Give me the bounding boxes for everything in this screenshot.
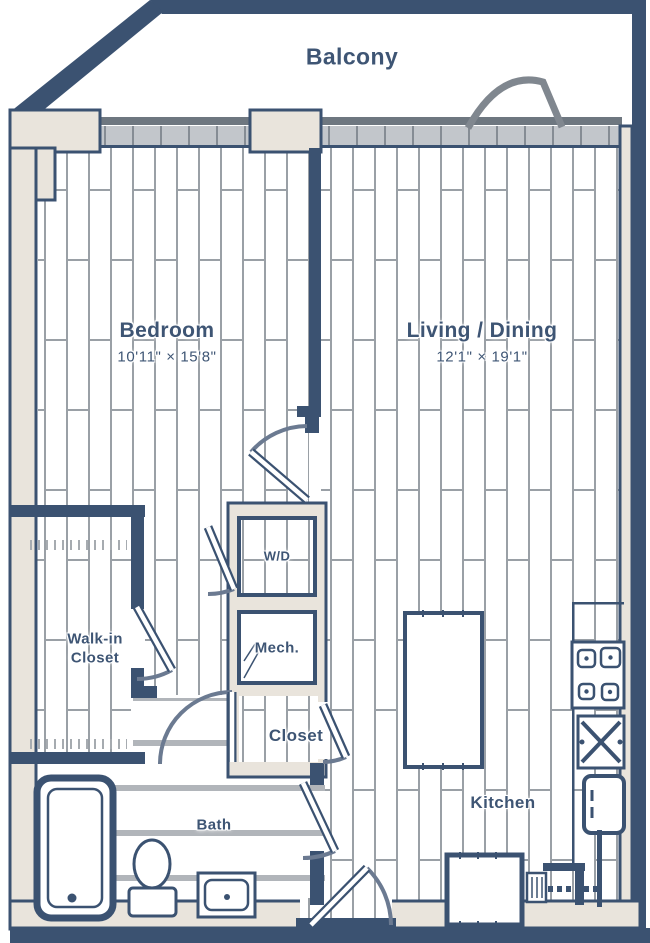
bedroom-label: Bedroom bbox=[119, 319, 215, 342]
balcony-label: Balcony bbox=[305, 43, 399, 70]
counter-front-edge bbox=[572, 602, 575, 865]
closet-door bbox=[318, 703, 351, 764]
closet-floor bbox=[239, 696, 318, 762]
bath-door bbox=[298, 781, 340, 861]
walk-in-closet-label: Walk-in Closet bbox=[67, 630, 123, 666]
bathtub-icon bbox=[33, 774, 117, 922]
bedroom-door bbox=[248, 424, 310, 504]
left-wall bbox=[8, 146, 38, 931]
living-dining-label: Living / Dining bbox=[406, 319, 558, 342]
bath-fixtures bbox=[33, 774, 257, 922]
kitchen-sink-icon bbox=[576, 714, 626, 770]
refrigerator-icon bbox=[582, 774, 626, 835]
kitchen-label: Kitchen bbox=[470, 793, 536, 812]
pantry-cabinet-icon bbox=[444, 852, 525, 928]
doors bbox=[133, 76, 566, 929]
wic-right-wall bbox=[131, 505, 144, 609]
bath-right-wall-upper bbox=[310, 763, 324, 785]
closet-door-opening bbox=[318, 702, 329, 759]
wic-top-wall bbox=[10, 505, 145, 517]
range-cooktop-icon bbox=[570, 640, 626, 710]
top-left-pier bbox=[8, 108, 102, 154]
closet-rod-marks bbox=[30, 540, 127, 749]
bath-top-stub bbox=[131, 686, 157, 698]
wic-door bbox=[133, 604, 176, 682]
mech-label: Mech. bbox=[254, 639, 300, 657]
counter-top-edge bbox=[572, 602, 624, 605]
right-outer-wall bbox=[632, 0, 646, 941]
bedroom-living-divider bbox=[309, 148, 321, 412]
wic-bottom-wall bbox=[10, 752, 145, 764]
balcony-top-wall bbox=[150, 0, 640, 14]
washer-dryer-closet bbox=[237, 516, 317, 597]
entry-door bbox=[307, 864, 393, 929]
vanity-sink-icon bbox=[196, 871, 257, 919]
mech-closet bbox=[237, 610, 317, 685]
living-dining-dimensions: 12'1" × 19'1" bbox=[436, 348, 528, 366]
toilet-icon bbox=[127, 838, 178, 918]
bath-right-wall-lower bbox=[310, 851, 324, 905]
kitchen-island-icon bbox=[403, 610, 484, 770]
balcony-door bbox=[464, 76, 566, 130]
laundry-door bbox=[203, 525, 239, 597]
center-pier bbox=[248, 108, 323, 154]
floor-register-icon bbox=[525, 871, 548, 904]
closet-label: Closet bbox=[268, 726, 324, 745]
bath-label: Bath bbox=[196, 816, 232, 834]
kitchen-fixtures bbox=[403, 602, 626, 928]
interior-walls bbox=[10, 148, 329, 905]
washer-dryer-label: W/D bbox=[263, 548, 291, 564]
window-wall bbox=[100, 117, 622, 148]
bath-inner-door bbox=[158, 690, 237, 765]
balcony-diagonal-wall bbox=[10, 0, 163, 126]
bedroom-dimensions: 10'11" × 15'8" bbox=[117, 348, 217, 366]
entry-threshold-block bbox=[296, 918, 396, 941]
